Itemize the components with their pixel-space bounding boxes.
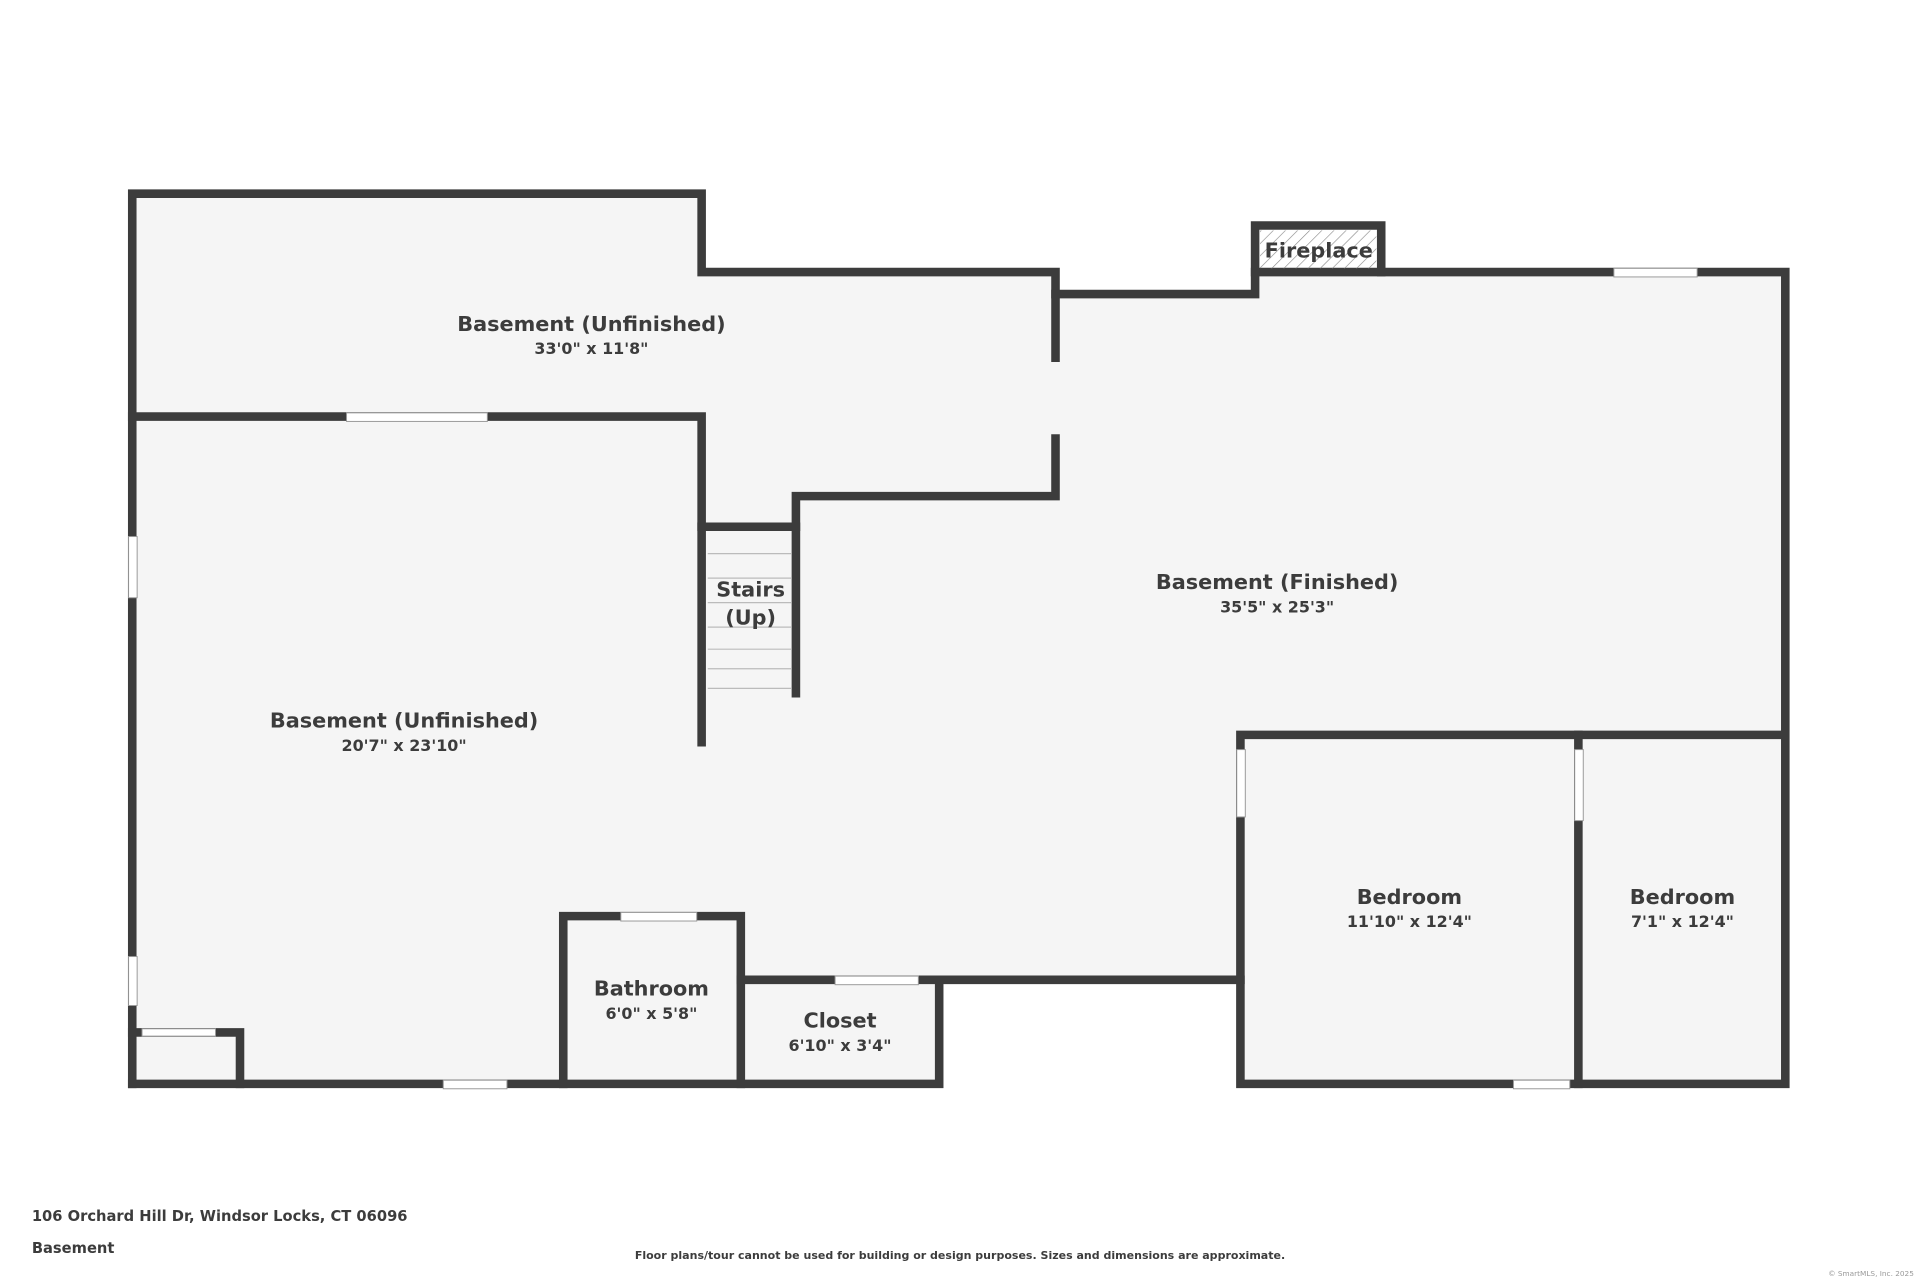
room-dims: 7'1" x 12'4" [1631,912,1734,931]
copyright: © SmartMLS, Inc. 2025 [1828,1269,1914,1278]
room-name: Basement (Finished) [1156,570,1399,594]
room-name: Stairs [716,578,785,602]
room-dims: 35'5" x 25'3" [1220,597,1334,616]
room-sub: (Up) [725,606,776,630]
windows [128,267,1698,1090]
room-name: Bedroom [1630,885,1735,909]
floor-area [132,193,1786,1084]
room-name: Basement (Unfinished) [457,312,725,336]
room-name: Bedroom [1357,885,1462,909]
disclaimer: Floor plans/tour cannot be used for buil… [635,1249,1285,1262]
room-dims: 6'10" x 3'4" [789,1036,892,1055]
room-dims: 11'10" x 12'4" [1347,912,1472,931]
fireplace-hatch [1260,230,1377,269]
room-dims: 33'0" x 11'8" [534,339,648,358]
stairs [707,553,792,689]
address: 106 Orchard Hill Dr, Windsor Locks, CT 0… [32,1208,408,1225]
fireplace-label: Fireplace [1265,238,1373,262]
floor-label: Basement [32,1240,115,1257]
room-name: Bathroom [594,977,709,1001]
room-name: Closet [803,1009,876,1033]
room-dims: 20'7" x 23'10" [342,736,467,755]
room-dims: 6'0" x 5'8" [605,1004,697,1023]
room-name: Basement (Unfinished) [270,709,538,733]
